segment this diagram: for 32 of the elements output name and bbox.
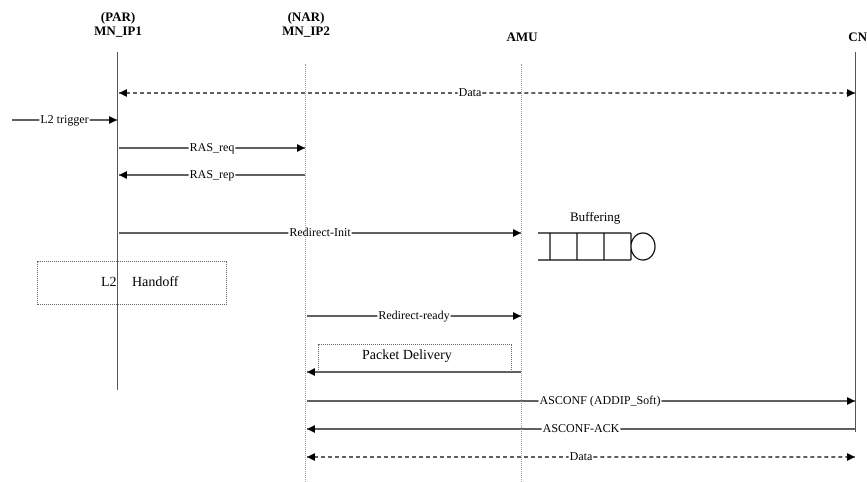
message-arrow [118,144,306,152]
buffer-label: Buffering [570,210,620,223]
edge-label: RAS_req [190,141,234,154]
message-arrow [118,89,856,97]
lifeline [521,64,523,482]
lifeline [117,52,119,390]
participant-label: AMU [505,30,539,44]
edge-label: Redirect-Init [289,226,351,239]
participant-label: (PAR) MN_IP1 [93,10,143,38]
lifeline [855,52,857,432]
frame-label: L2 Handoff [101,275,178,291]
frame-label: Packet Delivery [362,348,452,364]
lifeline [305,64,307,482]
dotted-frame [37,261,227,305]
message-arrow [306,312,522,320]
participant-label: (NAR) MN_IP2 [281,10,331,38]
edge-label: Redirect-ready [378,309,450,322]
participant-label: CN [847,30,867,44]
edge-label: RAS_rep [190,168,234,181]
edge-label: L2 trigger [40,113,89,126]
message-arrow [306,397,856,405]
message-arrow [118,171,306,179]
edge-label: Data [570,450,592,463]
message-arrow [306,425,856,433]
edge-label: ASCONF (ADDIP_Soft) [539,394,660,407]
message-arrow [11,116,118,124]
edge-label: Data [458,86,482,99]
dotted-frame [318,344,512,370]
message-arrow [306,453,856,461]
message-arrow [307,368,521,376]
edge-label: ASCONF-ACK [542,422,620,435]
message-arrow [118,229,522,237]
